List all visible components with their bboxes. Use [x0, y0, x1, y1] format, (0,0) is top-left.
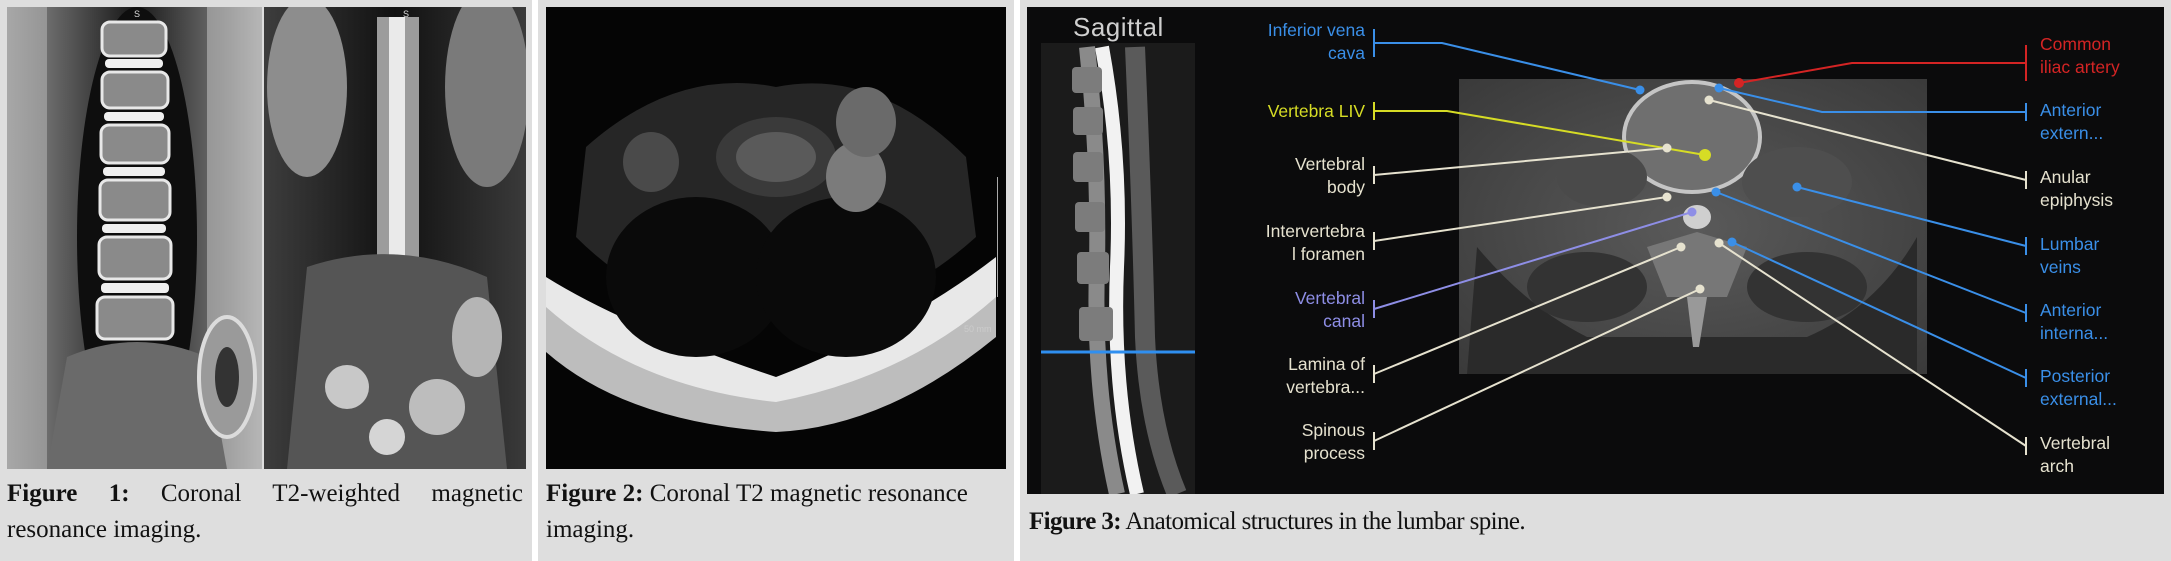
label-inferior-vena-cava: Inferior vena cava [1267, 20, 1365, 63]
figure-3-caption: Figure 3: Anatomical structures in the l… [1029, 504, 2159, 540]
figure-3-anatomy-image: Sagittal Inferior vena cava Vertebra LIV… [1027, 7, 2164, 494]
sagittal-title: Sagittal [1073, 12, 1164, 42]
figure-1-panel: S S Figure 1: Coronal T2-weighted magnet… [0, 0, 532, 561]
figure-2-mri-image: 50 mm [546, 7, 1006, 469]
label-vertebral-body: Vertebral body [1294, 154, 1365, 197]
label-common-iliac-artery: Common iliac artery [2040, 34, 2120, 77]
figure-2-mri-drawing [546, 7, 1006, 469]
label-intervertebral-foramen: Intervertebra l foramen [1265, 221, 1365, 264]
label-anterior-external: Anterior extern... [2040, 100, 2104, 143]
label-lumbar-veins: Lumbar veins [2040, 234, 2100, 277]
label-posterior-external: Posterior external... [2040, 366, 2117, 409]
figure-2-panel: 50 mm Figure 2: Coronal T2 magnetic reso… [538, 0, 1014, 561]
figure-2-scale-label: 50 mm [964, 324, 992, 334]
label-lamina-of-vertebra: Lamina of vertebra... [1286, 354, 1365, 397]
figure-1-orientation-mark-left: S [134, 9, 141, 19]
label-spinous-process: Spinous process [1301, 420, 1365, 463]
figure-3-caption-text: Anatomical structures in the lumbar spin… [1125, 508, 1526, 535]
figure-3-panel: Sagittal Inferior vena cava Vertebra LIV… [1020, 0, 2171, 561]
label-vertebral-arch: Vertebral arch [2040, 433, 2111, 476]
label-anterior-internal: Anterior interna... [2040, 300, 2109, 343]
figure-1-caption-text: Coronal T2-weighted magnetic resonance i… [7, 480, 524, 543]
figure-3-caption-label: Figure 3: [1029, 508, 1122, 535]
figure-1-caption: Figure 1: Coronal T2-weighted magnetic r… [7, 476, 523, 548]
label-anular-epiphysis: Anular epiphysis [2040, 167, 2113, 210]
figure-1-mri-image: S S [7, 7, 526, 469]
figure-1-mri-drawing [7, 7, 526, 469]
figure-2-caption-label: Figure 2: [546, 480, 644, 507]
figure-2-caption: Figure 2: Coronal T2 magnetic resonance … [546, 476, 1011, 548]
label-vertebral-canal: Vertebral canal [1294, 288, 1365, 331]
figure-2-caption-text: Coronal T2 magnetic resonance imaging. [546, 480, 968, 543]
label-vertebra-liv: Vertebra LIV [1267, 101, 1365, 121]
figure-1-caption-label: Figure 1: [7, 480, 130, 507]
figure-1-orientation-mark-right: S [403, 9, 410, 19]
figure-3-drawing [1041, 29, 2027, 494]
